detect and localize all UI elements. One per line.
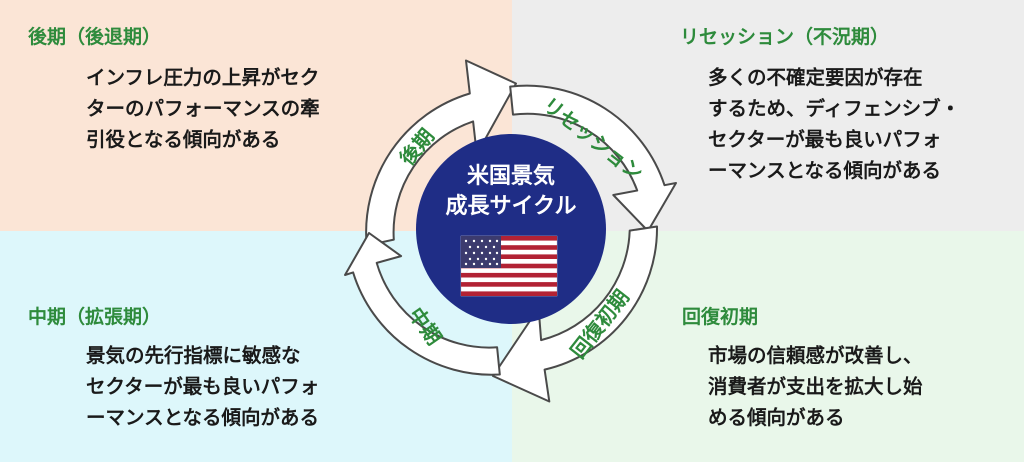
- mid-cycle-line-1: 景気の先行指標に敏感な: [86, 344, 301, 367]
- early-recovery-line-3: める傾向がある: [708, 406, 845, 429]
- early-recovery-line-1: 市場の信頼感が改善し、: [708, 344, 923, 367]
- arrow-late: [365, 59, 517, 247]
- us-flag-icon: [460, 235, 558, 297]
- arrow-early-recovery: [492, 225, 659, 403]
- early-recovery-title: 回復初期: [682, 306, 759, 328]
- recession-line-4: ーマンスとなる傾向がある: [708, 159, 942, 182]
- arrow-mid-cycle: [344, 232, 501, 376]
- recession-line-2: するため、ディフェンシブ・: [708, 97, 961, 120]
- center-title-line-2: 成長サイクル: [446, 194, 577, 219]
- mid-cycle-title: 中期（拡張期）: [28, 306, 162, 328]
- recession-title: リセッション（不況期）: [680, 26, 890, 48]
- mid-cycle-line-2: セクターが最も良いパフォ: [86, 375, 320, 398]
- early-recovery-description: 市場の信頼感が改善し、 消費者が支出を拡大し始 める傾向がある: [708, 340, 923, 433]
- late-cycle-line-1: インフレ圧力の上昇がセク: [86, 66, 320, 89]
- recession-line-3: セクターが最も良いパフォ: [708, 128, 942, 151]
- late-cycle-line-2: ターのパフォーマンスの牽: [86, 97, 320, 120]
- center-title-line-1: 米国景気: [467, 163, 555, 189]
- arrow-recession: [509, 84, 677, 232]
- late-cycle-line-3: 引役となる傾向がある: [86, 128, 281, 151]
- recession-line-1: 多くの不確定要因が存在: [708, 66, 923, 89]
- early-recovery-line-2: 消費者が支出を拡大し始: [708, 375, 923, 398]
- late-cycle-description: インフレ圧力の上昇がセク ターのパフォーマンスの牽 引役となる傾向がある: [86, 62, 320, 155]
- mid-cycle-line-3: ーマンスとなる傾向がある: [86, 406, 320, 429]
- late-cycle-title: 後期（後退期）: [28, 26, 162, 48]
- recession-description: 多くの不確定要因が存在 するため、ディフェンシブ・ セクターが最も良いパフォ ー…: [708, 62, 960, 186]
- mid-cycle-description: 景気の先行指標に敏感な セクターが最も良いパフォ ーマンスとなる傾向がある: [86, 340, 319, 433]
